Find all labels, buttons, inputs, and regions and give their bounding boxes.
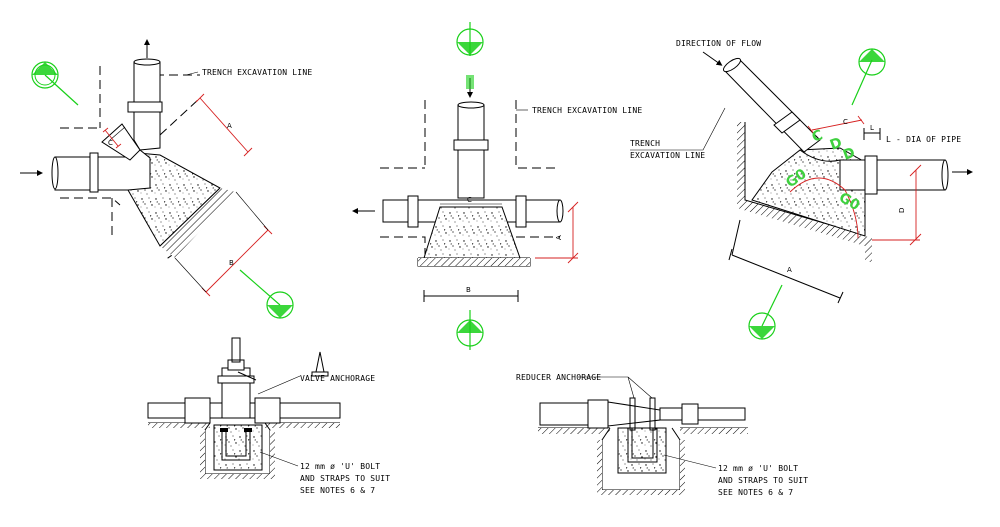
right-dim-d-label: D bbox=[898, 208, 906, 213]
right-detail: DIRECTION OF FLOW TRENCH EXCAVATION LINE… bbox=[630, 39, 973, 340]
left-branch-pipe bbox=[101, 123, 141, 161]
right-section-marker-bottom bbox=[748, 284, 783, 340]
left-dim-b bbox=[201, 225, 273, 297]
mid-dim-c-label: C bbox=[467, 196, 472, 204]
reducer-pipe-small bbox=[659, 407, 746, 421]
valve-bolt-note-1: 12 mm ø 'U' BOLT bbox=[300, 462, 380, 471]
left-pipe-collar bbox=[89, 152, 99, 193]
reducer-anchorage-detail: REDUCER ANCHORAGE 12 mm ø 'U' BOLT AND S… bbox=[516, 373, 808, 497]
valve-anchorage-label: VALVE ANCHORAGE bbox=[300, 374, 375, 383]
reducer-bolt-note-1: 12 mm ø 'U' BOLT bbox=[718, 464, 798, 473]
right-dim-c-label: C bbox=[843, 118, 848, 126]
svg-text:D: D bbox=[841, 145, 857, 164]
mid-trench-label: TRENCH EXCAVATION LINE bbox=[532, 106, 642, 115]
mid-riser-pipe bbox=[457, 104, 485, 199]
right-trench-label-a: TRENCH bbox=[630, 139, 660, 148]
middle-detail: TRENCH EXCAVATION LINE A B C bbox=[352, 22, 642, 350]
valve-bolt-note-3: SEE NOTES 6 & 7 bbox=[300, 486, 375, 495]
right-arc bbox=[789, 177, 859, 239]
mid-dim-a-label: A bbox=[555, 235, 563, 240]
left-section-marker-bottom bbox=[239, 269, 294, 319]
right-dia-label: L - DIA OF PIPE bbox=[886, 135, 961, 144]
valve-u-bolt bbox=[221, 428, 251, 461]
left-main-pipe bbox=[54, 149, 151, 191]
right-dim-c bbox=[807, 115, 865, 135]
right-dim-a bbox=[728, 219, 844, 304]
valve-bolt-note-2: AND STRAPS TO SUIT bbox=[300, 474, 390, 483]
mid-trench-line bbox=[380, 100, 560, 258]
left-trench-line bbox=[60, 66, 121, 238]
svg-text:D: D bbox=[828, 135, 844, 154]
mid-section-marker-top bbox=[456, 22, 484, 56]
reducer-bolt-note-2: AND STRAPS TO SUIT bbox=[718, 476, 808, 485]
left-soil-hatch bbox=[160, 188, 236, 258]
left-dim-a-label: A bbox=[227, 122, 232, 130]
mid-dim-b-label: B bbox=[466, 286, 471, 294]
mid-dim-a bbox=[535, 201, 579, 264]
left-dim-c bbox=[102, 127, 122, 149]
right-outlet-pipe bbox=[839, 159, 946, 191]
reducer-concrete-block bbox=[617, 427, 667, 474]
mid-section-marker-bottom bbox=[456, 310, 484, 350]
right-dim-d bbox=[872, 164, 922, 246]
left-detail: A B C TRENCH EXCAVATION LINE bbox=[20, 39, 312, 319]
right-section-marker-top bbox=[851, 48, 886, 106]
left-trench-label: TRENCH EXCAVATION LINE bbox=[202, 68, 312, 77]
right-dim-a-label: A bbox=[787, 266, 792, 274]
reducer-u-bolt bbox=[627, 428, 658, 463]
left-dim-b-label: B bbox=[229, 259, 234, 267]
right-dim-l bbox=[863, 128, 881, 140]
reducer-fitting bbox=[607, 401, 661, 427]
right-trench-label-b: EXCAVATION LINE bbox=[630, 151, 705, 160]
valve-anchorage-detail: VALVE ANCHORAGE 12 mm ø 'U' BOLT AND STR… bbox=[147, 337, 390, 495]
left-riser-collar bbox=[127, 101, 163, 113]
reducer-anchorage-label: REDUCER ANCHORAGE bbox=[516, 373, 601, 382]
right-direction-label: DIRECTION OF FLOW bbox=[676, 39, 761, 48]
left-dim-a bbox=[195, 93, 253, 157]
left-section-marker-top bbox=[31, 61, 79, 106]
left-dim-c-label: C bbox=[108, 139, 113, 147]
reducer-bolt-note-3: SEE NOTES 6 & 7 bbox=[718, 488, 793, 497]
right-dim-l-label: L bbox=[870, 124, 874, 132]
right-flow-arrow bbox=[702, 51, 723, 66]
